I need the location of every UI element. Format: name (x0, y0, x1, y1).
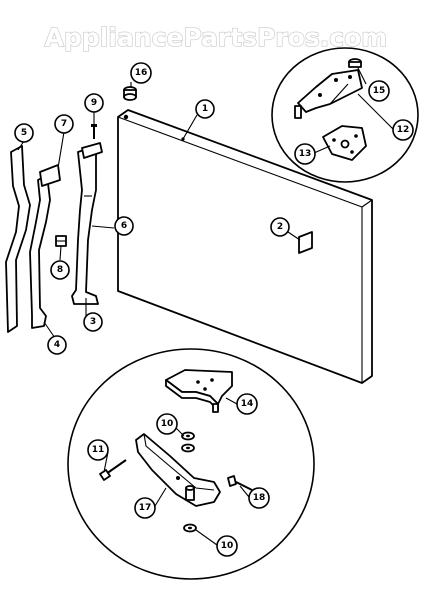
svg-text:3: 3 (90, 317, 96, 327)
door-panel (117, 109, 373, 384)
svg-text:17: 17 (139, 503, 152, 513)
door-plate (298, 231, 313, 254)
callout-4: 4 (47, 335, 67, 355)
callout-15: 15 (368, 80, 390, 102)
door-strip-middle (29, 164, 61, 329)
svg-text:18: 18 (253, 493, 266, 503)
callout-10-upper: 10 (156, 413, 178, 435)
svg-text:4: 4 (54, 340, 60, 350)
callout-2: 2 (270, 217, 290, 237)
callout-12: 12 (392, 119, 414, 141)
callout-13: 13 (294, 143, 316, 165)
svg-text:16: 16 (135, 68, 148, 78)
callout-5: 5 (14, 123, 34, 143)
top-plug (123, 86, 137, 101)
svg-text:13: 13 (299, 149, 312, 159)
callout-6: 6 (114, 216, 134, 236)
top-screw (91, 124, 97, 139)
svg-text:8: 8 (57, 265, 63, 275)
svg-text:6: 6 (121, 221, 127, 231)
door-strip-left (5, 145, 31, 333)
svg-text:11: 11 (92, 445, 105, 455)
callout-10-lower: 10 (216, 535, 238, 557)
svg-text:14: 14 (241, 399, 254, 409)
spacer-block (55, 235, 67, 247)
svg-text:7: 7 (61, 119, 67, 129)
svg-text:1: 1 (202, 104, 208, 114)
watermark-text: AppliancePartsPros.com (45, 23, 388, 52)
callout-8: 8 (50, 260, 70, 280)
callout-7: 7 (54, 114, 74, 134)
svg-text:15: 15 (373, 86, 386, 96)
callout-14: 14 (236, 393, 258, 415)
callout-11: 11 (87, 439, 109, 461)
callout-9: 9 (84, 93, 104, 113)
callout-16: 16 (130, 62, 152, 84)
lower-hinge-inset (67, 348, 315, 580)
callout-17: 17 (134, 497, 156, 519)
svg-text:12: 12 (397, 125, 410, 135)
svg-text:10: 10 (161, 419, 174, 429)
hinge-inset (271, 47, 419, 183)
hinge-bracket (71, 142, 103, 305)
leader-lines (17, 67, 394, 546)
svg-text:2: 2 (277, 222, 283, 232)
callout-1: 1 (195, 99, 215, 119)
svg-text:9: 9 (91, 98, 97, 108)
callout-3: 3 (83, 312, 103, 332)
svg-text:5: 5 (21, 128, 27, 138)
svg-text:10: 10 (221, 541, 234, 551)
callout-18: 18 (248, 487, 270, 509)
